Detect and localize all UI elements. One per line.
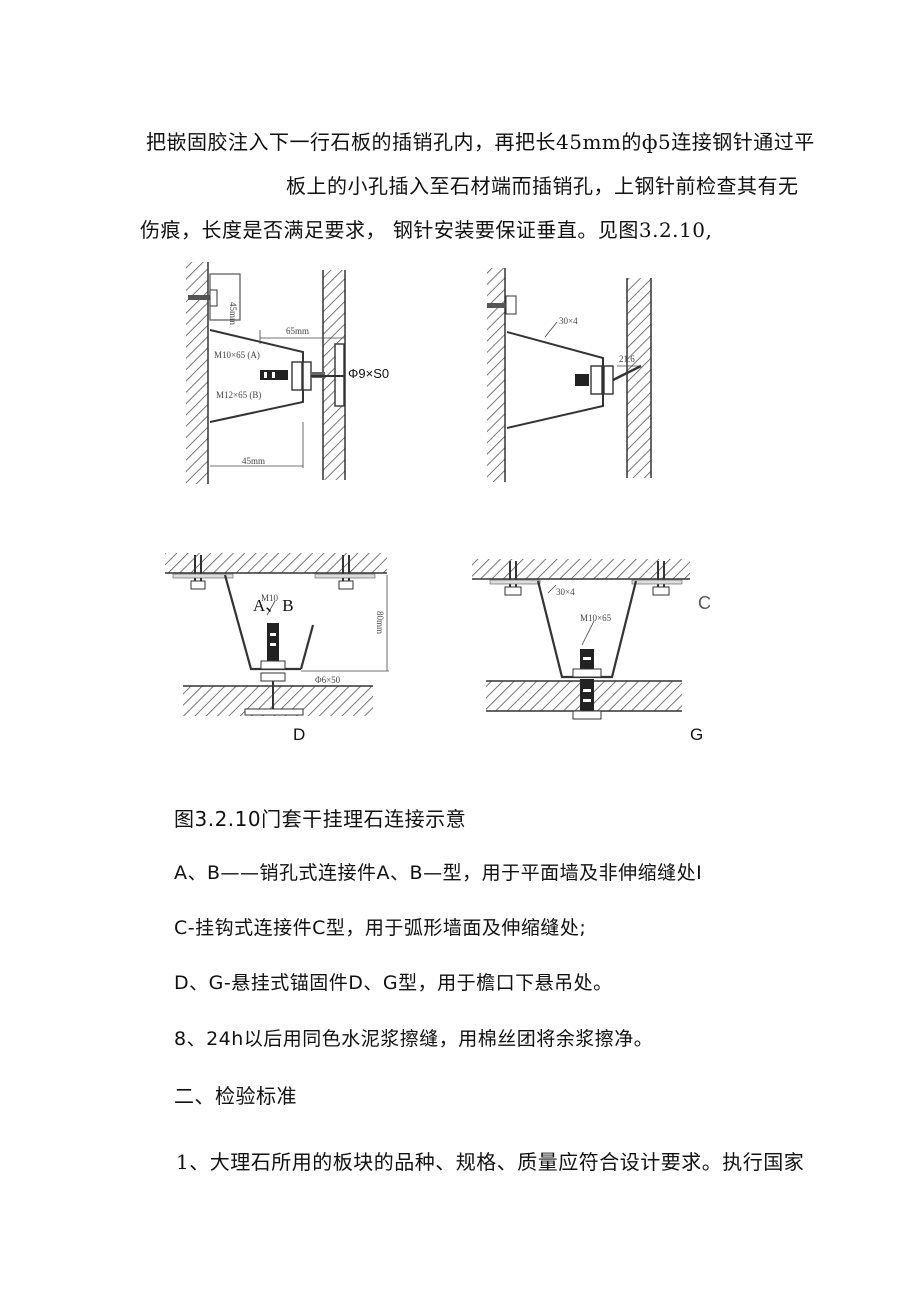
bolt-a-label: M10×65 (A) (214, 350, 260, 360)
figure-pin-connector-side: 45mm 65mm M10×65 (A) M12×65 (B) (180, 262, 389, 484)
figure-caption: 图3.2.10门套干挂理石连接示意 (174, 807, 467, 831)
intro-line-2: 板上的小孔插入至石材端而插销孔，上钢针前检查其有无 (286, 174, 799, 198)
section-heading: 二、检验标准 (174, 1084, 297, 1108)
bolt-b-label: M12×65 (B) (216, 390, 261, 400)
dim-bottom-label: 45mm (242, 456, 265, 466)
figure-hook-connector-side: 30×4 21.6 (475, 262, 655, 484)
dim-top-label: 65mm (286, 326, 309, 336)
legend-line-ab: A、B——销孔式连接件A、B—型，用于平面墙及非伸缩缝处I (174, 862, 703, 884)
figure-g-caption: G (690, 725, 704, 744)
plate-size-label: 30×4 (559, 316, 578, 326)
dim-vertical-label: 45mm (228, 302, 238, 325)
intro-line-1: 把嵌固胶注入下一行石板的插销孔内，再把长45mm的ф5连接钢针通过平 (146, 130, 815, 154)
pin-size-label: Φ9×S0 (348, 366, 390, 381)
figure-suspension-anchor-d: 80mm M10 Φ6×50 A、B D (165, 553, 395, 744)
bolt-m10-label: M10 (261, 593, 279, 603)
step-8: 8、24h以后用同色水泥浆擦缝，用棉丝团将余浆擦净。 (174, 1028, 654, 1050)
inspection-item-1: 1、大理石所用的板块的品种、规格、质量应符合设计要求。执行国家 (176, 1150, 805, 1174)
pin-6x50-label: Φ6×50 (315, 675, 341, 685)
angle-label: 21.6 (619, 354, 635, 364)
figure-suspension-anchor-g: 30×4 M10×65 C G (472, 553, 711, 744)
intro-line-3: 伤痕，长度是否满足要求， 钢针安装要保证垂直。见图3.2.10, (140, 218, 713, 242)
figure-d-caption: D (293, 725, 306, 744)
plate-30x4-label: 30×4 (556, 587, 575, 597)
legend-line-c: C-挂钩式连接件C型，用于弧形墙面及伸缩缝处; (174, 917, 587, 939)
type-c-label: C (698, 593, 711, 613)
bolt-m10x65-label: M10×65 (580, 613, 612, 623)
legend-line-dg: D、G-悬挂式锚固件D、G型，用于檐口下悬吊处。 (174, 972, 613, 994)
type-ab-label: A、B (253, 596, 294, 615)
dim-80-label: 80mm (375, 611, 385, 634)
